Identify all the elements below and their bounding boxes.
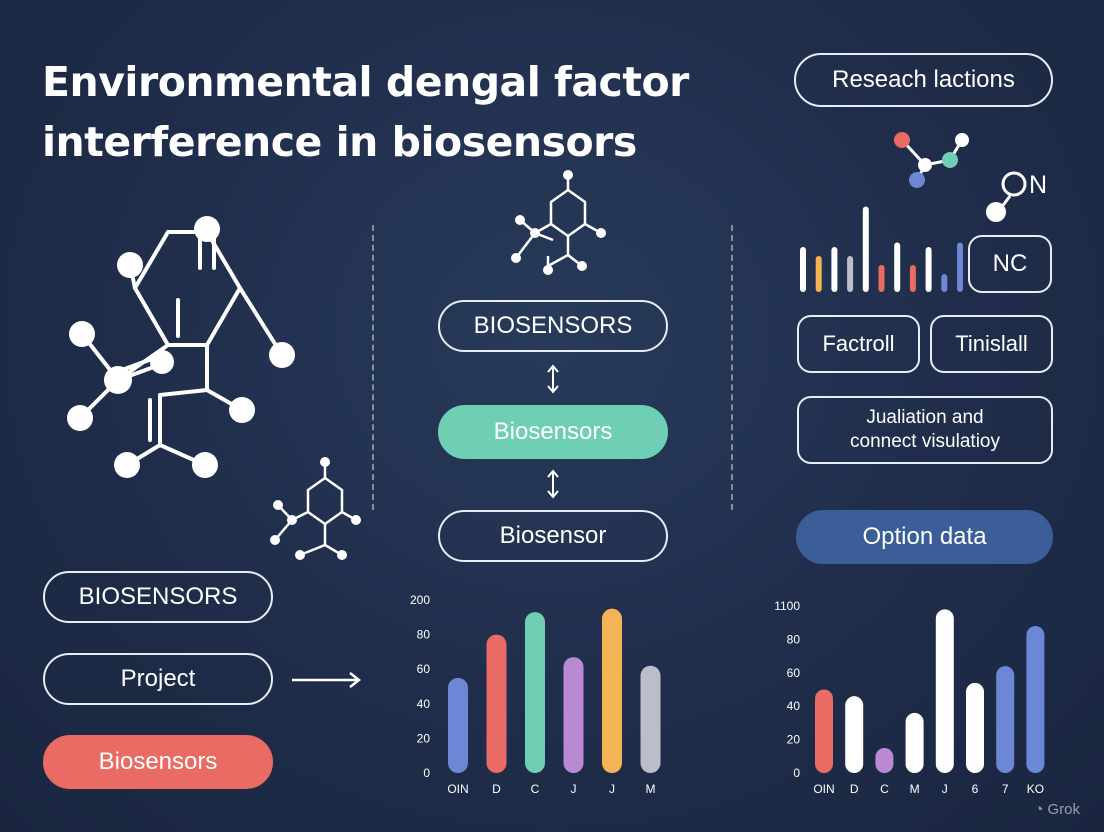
small-molecule-atoms-left	[270, 457, 361, 560]
biosensors-teal-button[interactable]: Biosensors	[438, 405, 668, 459]
biosensor-pill[interactable]: Biosensor	[438, 510, 668, 562]
grok-logo-icon: ◔	[1034, 801, 1044, 818]
biosensors-red-button[interactable]: Biosensors	[43, 735, 273, 789]
updown-arrow-icon-2	[547, 469, 559, 499]
nc-label: NC	[992, 250, 1028, 277]
chart-bar	[862, 206, 869, 292]
biosensors-teal-label: Biosensors	[493, 418, 613, 445]
x-tick-label: M	[910, 782, 920, 796]
middle-biosensors-label: BIOSENSORS	[473, 312, 633, 339]
watermark: ◔ Grok	[1034, 801, 1080, 818]
x-tick-label: 7	[1002, 782, 1009, 796]
y-tick-label: 40	[787, 699, 801, 713]
biosensors-red-label: Biosensors	[98, 748, 218, 775]
chart-bar	[847, 256, 854, 292]
project-label: Project	[120, 665, 196, 692]
chart-bar	[831, 247, 838, 292]
y-tick-label: 0	[423, 766, 430, 780]
chart-bar	[563, 657, 584, 773]
molecule-n-label: N	[1029, 171, 1047, 199]
x-tick-label: C	[531, 782, 540, 796]
chart-bar	[878, 265, 885, 292]
colored-molecule-atoms	[894, 132, 1027, 222]
chart-bar	[941, 274, 948, 292]
chart-bar	[894, 242, 901, 292]
chart-bar	[957, 242, 963, 292]
chart-bar	[640, 665, 661, 773]
option-data-label: Option data	[862, 523, 987, 550]
x-tick-label: KO	[1027, 782, 1044, 796]
chart-bar	[845, 696, 864, 773]
y-tick-label: 40	[417, 697, 431, 711]
y-tick-label: 80	[787, 632, 801, 646]
description-line-2: connect visulatioy	[850, 431, 1000, 452]
chart-bar	[925, 247, 932, 292]
title-line-2: interference in biosensors	[42, 118, 637, 166]
chart-bar	[935, 609, 954, 773]
y-tick-label: 20	[417, 731, 431, 745]
x-tick-label: M	[646, 782, 656, 796]
x-tick-label: D	[492, 782, 501, 796]
x-tick-label: J	[942, 782, 948, 796]
x-tick-label: J	[571, 782, 577, 796]
watermark-label: Grok	[1047, 801, 1080, 818]
right-arrow-icon	[292, 672, 362, 688]
column-divider-left	[372, 225, 374, 510]
left-biosensors-label: BIOSENSORS	[78, 583, 238, 610]
chart-bar	[1026, 626, 1045, 773]
factroll-label: Factroll	[822, 331, 895, 356]
y-tick-label: 20	[787, 733, 801, 747]
y-tick-label: 80	[417, 628, 431, 642]
x-tick-label: OIN	[813, 782, 834, 796]
chart-bar	[448, 677, 468, 773]
chart-bar	[996, 666, 1015, 773]
chart-bar	[602, 608, 622, 773]
column-divider-right	[731, 225, 733, 510]
tinislall-label: Tinislall	[955, 331, 1028, 356]
middle-biosensors-pill[interactable]: BIOSENSORS	[438, 300, 668, 352]
description-box[interactable]: Jualiation and connect visulatioy	[797, 396, 1053, 464]
chart-bar	[815, 689, 833, 773]
x-tick-label: J	[609, 782, 615, 796]
y-tick-label: 200	[410, 593, 430, 607]
project-pill[interactable]: Project	[43, 653, 273, 705]
y-tick-label: 60	[787, 666, 801, 680]
small-molecule-atoms-middle	[511, 170, 606, 275]
chart-bar	[875, 747, 894, 773]
tinislall-box[interactable]: Tinislall	[930, 315, 1053, 373]
chart-bar	[800, 247, 806, 292]
bar-chart-3	[800, 206, 963, 292]
page-title: Environmental dengal factor interference…	[42, 52, 762, 172]
x-tick-label: OIN	[447, 782, 468, 796]
chart-bar	[525, 612, 545, 773]
y-tick-label: 0	[793, 766, 800, 780]
title-line-1: Environmental dengal factor	[42, 58, 689, 106]
research-lactions-pill[interactable]: Reseach lactions	[794, 53, 1053, 107]
chart-bar	[909, 265, 916, 292]
description-line-1: Jualiation and	[866, 407, 984, 428]
nc-box[interactable]: NC	[968, 235, 1052, 293]
left-biosensors-pill[interactable]: BIOSENSORS	[43, 571, 273, 623]
y-tick-label: 60	[417, 662, 431, 676]
updown-arrow-icon-1	[547, 364, 559, 394]
x-tick-label: C	[880, 782, 889, 796]
chart-bar	[815, 256, 822, 292]
option-data-button[interactable]: Option data	[796, 510, 1053, 564]
chart-bar	[966, 682, 984, 773]
large-molecule-atoms	[67, 216, 295, 478]
chart-bar	[486, 634, 507, 773]
biosensor-label: Biosensor	[499, 522, 607, 549]
research-lactions-label: Reseach lactions	[832, 66, 1015, 93]
chart-bar	[905, 712, 924, 773]
factroll-box[interactable]: Factroll	[797, 315, 920, 373]
y-tick-label: 1100	[774, 599, 800, 613]
x-tick-label: D	[850, 782, 859, 796]
x-tick-label: 6	[972, 782, 979, 796]
